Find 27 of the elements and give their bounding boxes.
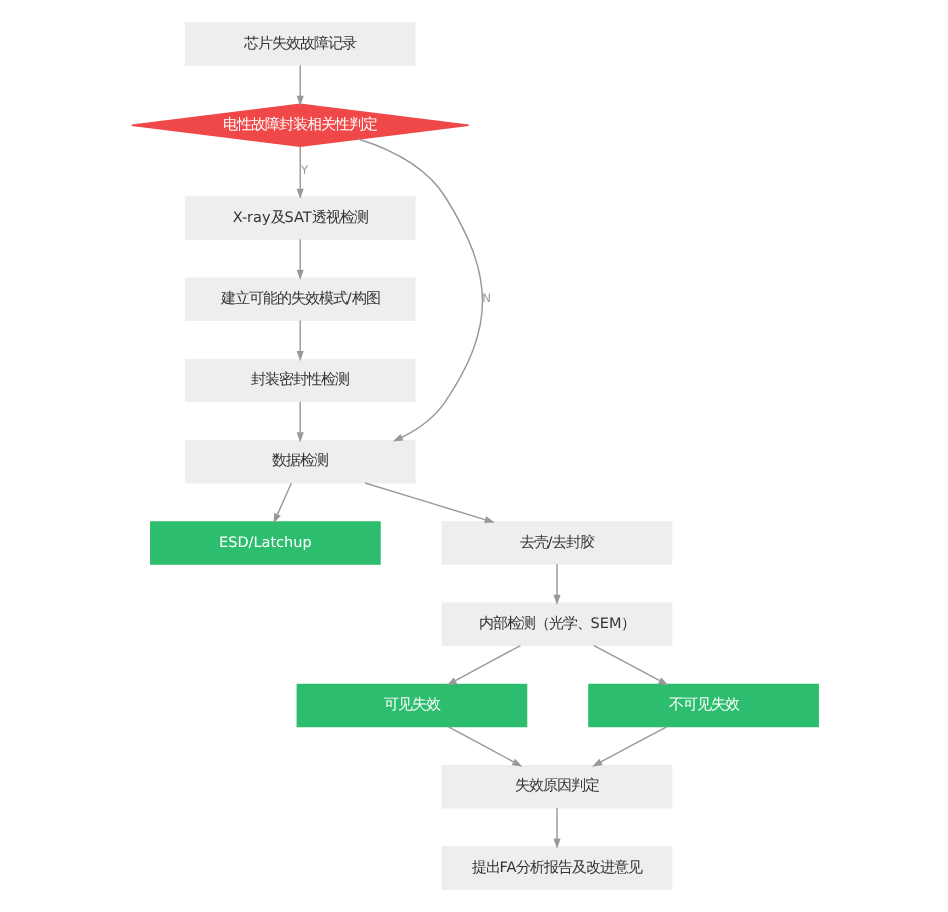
node-box: 去壳/去封胶 <box>440 521 672 565</box>
node-box: 提出FA分析报告及改进意见 <box>440 846 672 890</box>
arrow <box>272 482 292 524</box>
arrow <box>446 726 522 767</box>
node-box: ESD/Latchup <box>149 521 380 565</box>
arrow <box>552 807 560 849</box>
node-box: 不可见失效 <box>587 683 818 728</box>
arrow <box>295 401 303 443</box>
node-box: 内部检测（光学、SEM） <box>440 602 672 647</box>
arrow <box>363 482 494 524</box>
node-box: 芯片失效故障记录 <box>183 22 415 66</box>
arrow <box>356 138 483 442</box>
node-box: 失效原因判定 <box>440 765 672 809</box>
arrow <box>295 319 303 362</box>
node-box: 可见失效 <box>295 683 527 728</box>
arrow <box>295 238 303 280</box>
node-box: X-ray及SAT透视检测 <box>183 196 415 240</box>
node-diamond: 电性故障封装相关性判定 <box>130 103 469 147</box>
arrow <box>295 64 303 106</box>
arrow <box>295 145 303 199</box>
node-box: 数据检测 <box>183 440 415 484</box>
arrow <box>592 644 668 686</box>
node-box: 建立可能的失效模式/构图 <box>183 277 415 322</box>
node-box: 封装密封性检测 <box>183 358 415 403</box>
arrow <box>445 644 521 686</box>
arrow <box>591 726 667 767</box>
arrow <box>552 563 560 605</box>
